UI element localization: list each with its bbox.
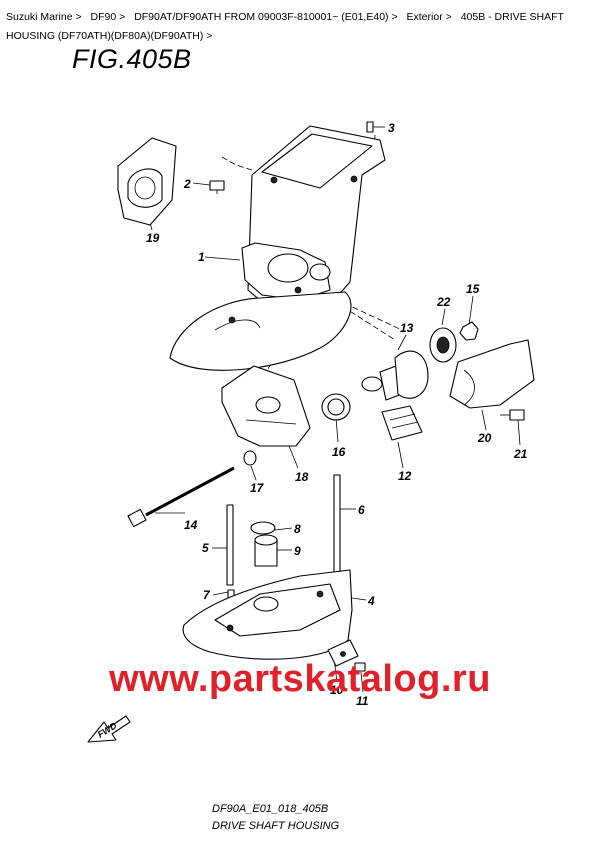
callout-3: 3 bbox=[388, 121, 395, 135]
callout-14: 14 bbox=[184, 518, 198, 532]
breadcrumb-item-model[interactable]: DF90AT/DF90ATH FROM 09003F-810001~ (E01,… bbox=[134, 11, 389, 23]
callout-20: 20 bbox=[477, 431, 492, 445]
figure-code: DF90A_E01_018_405B bbox=[212, 803, 329, 815]
breadcrumb-separator: > bbox=[119, 11, 126, 23]
callout-21: 21 bbox=[513, 447, 528, 461]
callout-22: 22 bbox=[436, 295, 451, 309]
mount-bracket-18 bbox=[221, 365, 311, 447]
breadcrumb-separator: > bbox=[206, 30, 213, 42]
breadcrumb-separator: > bbox=[445, 11, 452, 23]
breadcrumb: Suzuki Marine > DF90 > DF90AT/DF90ATH FR… bbox=[6, 8, 596, 46]
bolt-2 bbox=[209, 180, 225, 194]
figure-title: FIG.405B bbox=[72, 44, 192, 74]
washer-17 bbox=[243, 450, 257, 466]
fwd-arrow-icon: FWD bbox=[87, 715, 131, 743]
callout-10: 10 bbox=[330, 683, 344, 697]
breadcrumb-separator: > bbox=[391, 11, 398, 23]
callout-19: 19 bbox=[146, 231, 160, 245]
bolt-11 bbox=[354, 662, 366, 672]
long-bolt-14 bbox=[127, 466, 235, 528]
callout-4: 4 bbox=[367, 594, 375, 608]
oil-seal-22 bbox=[429, 327, 457, 363]
breadcrumb-item-df90[interactable]: DF90 bbox=[90, 11, 117, 23]
callout-5: 5 bbox=[202, 541, 209, 555]
callout-13: 13 bbox=[400, 321, 414, 335]
callout-15: 15 bbox=[466, 282, 480, 296]
dowel-pin-3 bbox=[366, 121, 374, 133]
leader-lines bbox=[147, 126, 521, 693]
rubber-mount-12 bbox=[381, 405, 423, 441]
breadcrumb-item-exterior[interactable]: Exterior bbox=[406, 11, 443, 23]
callout-labels: 1 2 3 4 5 6 7 8 9 10 11 12 13 14 15 16 1… bbox=[146, 121, 528, 708]
callout-11: 11 bbox=[356, 694, 369, 708]
callout-16: 16 bbox=[332, 445, 346, 459]
callout-6: 6 bbox=[358, 503, 365, 517]
drive-shaft-housing bbox=[169, 125, 386, 371]
figure-caption: DRIVE SHAFT HOUSING bbox=[212, 820, 340, 832]
breadcrumb-separator: > bbox=[75, 11, 82, 23]
bushing-13 bbox=[361, 350, 429, 401]
spacer-9 bbox=[254, 534, 278, 567]
watermark: www.partskatalog.ru bbox=[109, 658, 491, 700]
nut-15 bbox=[459, 321, 479, 341]
callout-9: 9 bbox=[294, 544, 301, 558]
lower-housing-4 bbox=[182, 569, 353, 660]
callout-1: 1 bbox=[198, 250, 205, 264]
callout-12: 12 bbox=[398, 469, 412, 483]
cover-20 bbox=[449, 339, 535, 409]
callout-18: 18 bbox=[295, 470, 309, 484]
callout-8: 8 bbox=[294, 522, 301, 536]
seal-16 bbox=[321, 393, 351, 421]
anode-10 bbox=[327, 639, 359, 667]
circlip-8 bbox=[250, 521, 276, 535]
callout-17: 17 bbox=[250, 481, 265, 495]
stud-bolt-5 bbox=[226, 504, 234, 586]
bolt-21 bbox=[500, 409, 525, 421]
water-pump-bracket bbox=[117, 137, 177, 226]
callout-2: 2 bbox=[183, 177, 191, 191]
breadcrumb-item-current[interactable]: 405B - DRIVE SHAFT HOUSING (DF70ATH)(DF8… bbox=[6, 11, 564, 42]
callout-7: 7 bbox=[203, 588, 211, 602]
breadcrumb-item-suzuki-marine[interactable]: Suzuki Marine bbox=[6, 11, 73, 23]
